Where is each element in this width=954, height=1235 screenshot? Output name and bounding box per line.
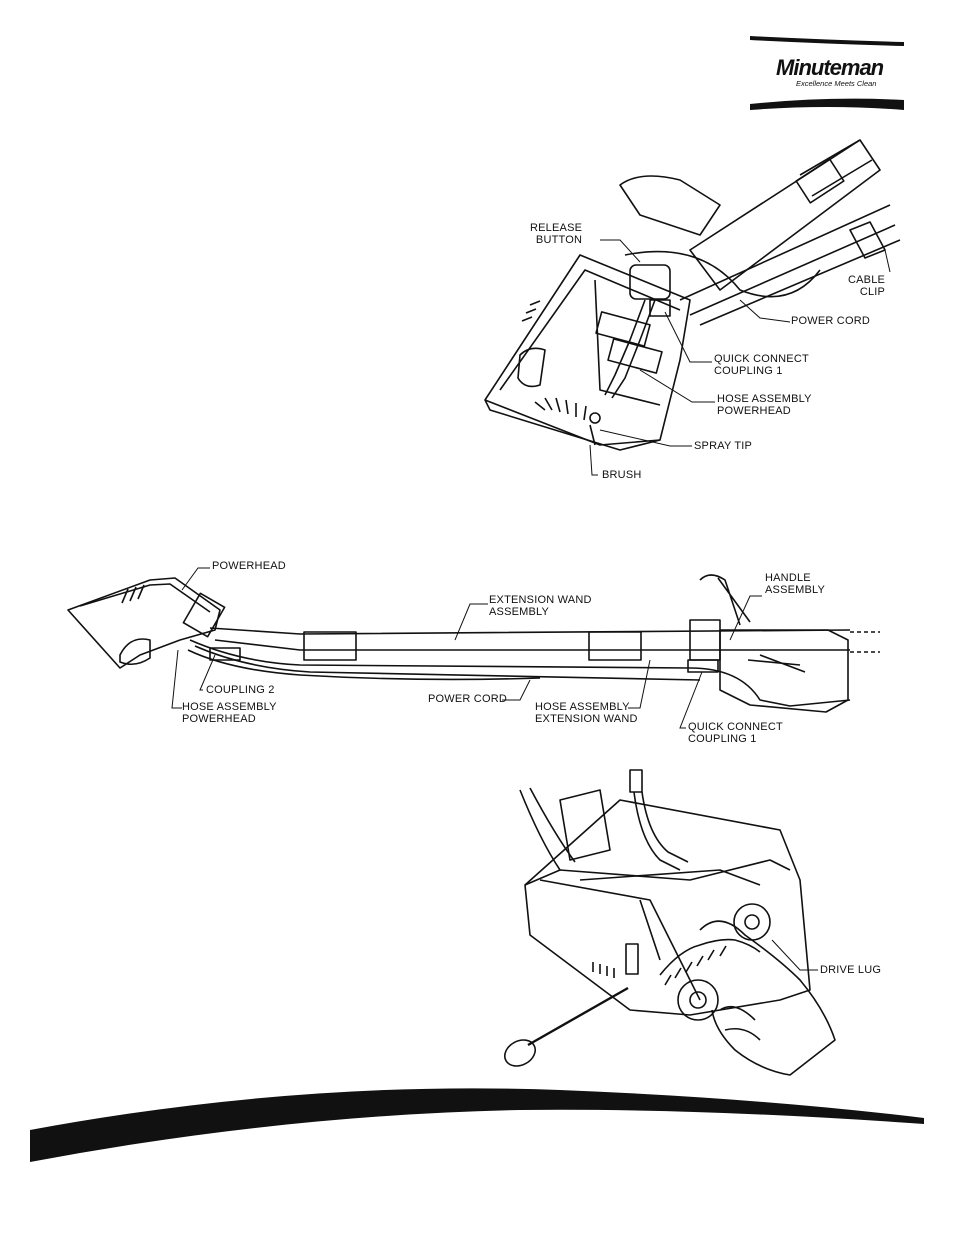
label-coupling-2: COUPLING 2 xyxy=(206,684,275,696)
figure3-leader-lines xyxy=(771,939,818,971)
brand-logo-tagline: Excellence Meets Clean xyxy=(796,79,877,88)
label-power-cord: POWER CORD xyxy=(791,315,870,327)
brand-logo-wordmark: Minuteman xyxy=(776,55,884,80)
label-quick-connect-coupling-2: QUICK CONNECT COUPLING 1 xyxy=(688,721,783,745)
footer-swoosh xyxy=(30,1088,924,1162)
label-power-cord-2: POWER CORD xyxy=(428,693,507,705)
label-brush: BRUSH xyxy=(602,469,642,481)
label-hose-assembly-powerhead-2: HOSE ASSEMBLY POWERHEAD xyxy=(182,701,277,725)
label-drive-lug: DRIVE LUG xyxy=(820,964,882,976)
label-extension-wand-assembly: EXTENSION WAND ASSEMBLY xyxy=(489,594,592,618)
brand-logo-swoosh xyxy=(750,36,904,110)
label-hose-assembly-powerhead: HOSE ASSEMBLY POWERHEAD xyxy=(717,393,812,417)
figure2-wand-illustration xyxy=(67,574,880,713)
label-cable-clip: CABLE CLIP xyxy=(848,274,886,298)
figure3-brush-removal-illustration xyxy=(503,769,836,1076)
label-quick-connect-coupling: QUICK CONNECT COUPLING 1 xyxy=(714,353,809,377)
figure1-leader-lines xyxy=(589,239,891,476)
label-powerhead: POWERHEAD xyxy=(212,560,286,572)
figure1-powerhead-illustration xyxy=(484,139,901,451)
label-spray-tip: SPRAY TIP xyxy=(694,440,753,452)
figure2-leader-lines xyxy=(171,567,762,729)
label-release-button: RELEASE BUTTON xyxy=(530,222,583,246)
label-hose-assembly-extension-wand: HOSE ASSEMBLY EXTENSION WAND xyxy=(535,701,638,725)
label-handle-assembly: HANDLE ASSEMBLY xyxy=(765,572,826,596)
